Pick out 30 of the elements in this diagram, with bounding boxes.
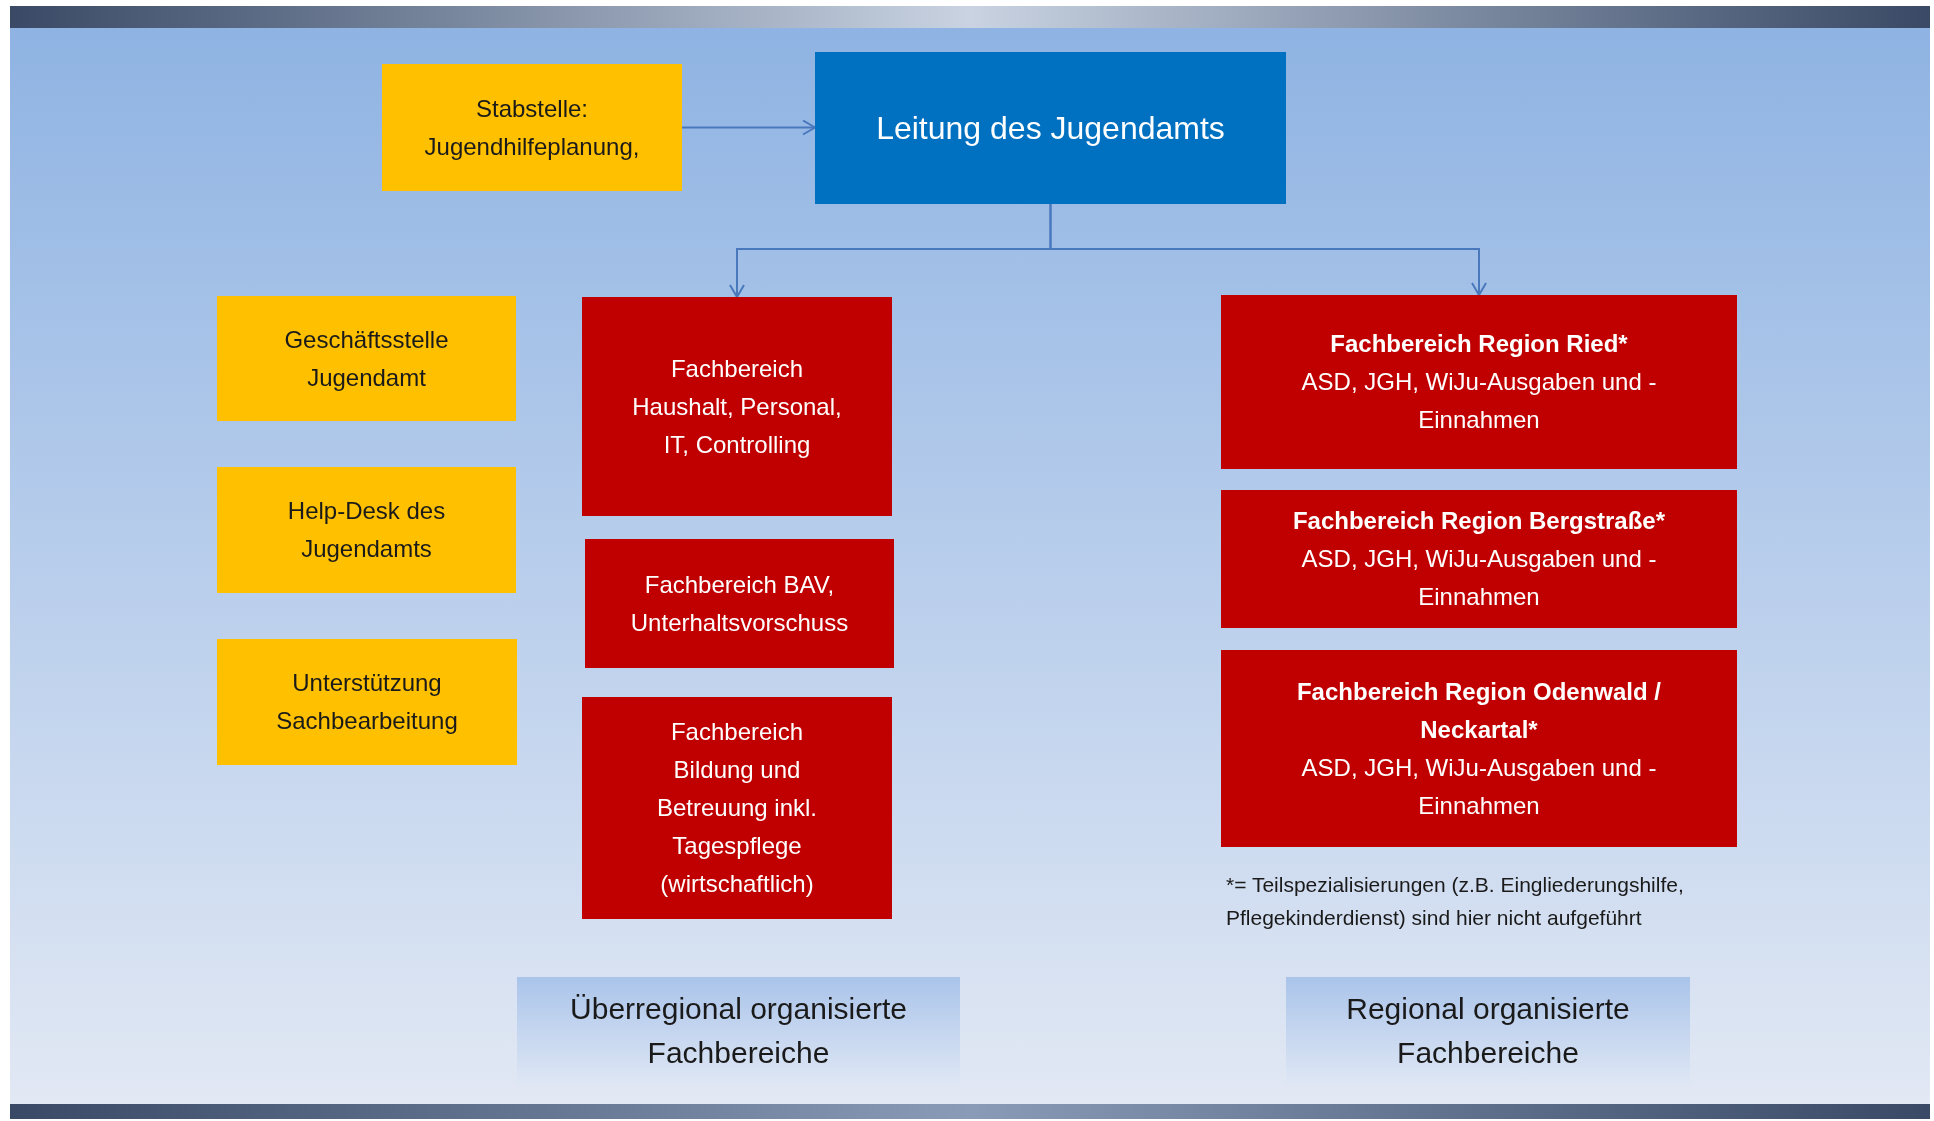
connector-arrow	[1049, 203, 1487, 296]
box-label: Fachbereich Haushalt, Personal, IT, Controlling	[631, 353, 843, 460]
box-label: Help-Desk des Jugendamts	[286, 496, 447, 564]
box-label: Leitung des Jugendamts	[876, 109, 1225, 148]
box-label: Regional organisierte Fachbereiche	[1345, 991, 1631, 1071]
box-label: ASD, JGH, WiJu-Ausgaben und - Einnahmen	[1300, 367, 1658, 435]
staff-box	[217, 467, 516, 593]
box-label: Geschäftsstelle Jugendamt	[283, 324, 450, 393]
box-label: Fachbereich BAV, Unterhaltsvorschuss	[629, 569, 850, 638]
department-box	[1221, 650, 1737, 847]
department-heading: Fachbereich Region Bergstraße*	[1292, 506, 1666, 536]
department-box	[582, 697, 892, 919]
footnote: *= Teilspezialisierungen (z.B. Eingliederungshilfe, Pflegekinderdienst) sind hier nicht aufgeführt	[1226, 872, 1685, 931]
department-box	[585, 539, 894, 668]
department-heading: Fachbereich Region Odenwald / Neckartal*	[1295, 676, 1663, 745]
staff-box	[382, 64, 682, 191]
department-heading: Fachbereich Region Ried*	[1330, 329, 1628, 359]
department-box	[1221, 295, 1737, 469]
box-label: Fachbereich Bildung und Betreuung inkl. Tagespflege (wirtschaftlich)	[655, 717, 819, 899]
leadership-box	[815, 52, 1286, 204]
connector-arrow	[681, 119, 816, 136]
department-box	[582, 297, 892, 516]
box-label: Unterstützung Sachbearbeitung	[275, 668, 459, 736]
box-label: Stabstelle: Jugendhilfeplanung,	[423, 93, 641, 162]
staff-box	[217, 639, 517, 765]
staff-box	[217, 296, 516, 421]
box-label: ASD, JGH, WiJu-Ausgaben und - Einnahmen	[1300, 544, 1658, 612]
box-label: ASD, JGH, WiJu-Ausgaben und - Einnahmen	[1300, 752, 1658, 821]
box-label: Überregional organisierte Fachbereiche	[569, 991, 908, 1071]
department-box	[1221, 490, 1737, 628]
